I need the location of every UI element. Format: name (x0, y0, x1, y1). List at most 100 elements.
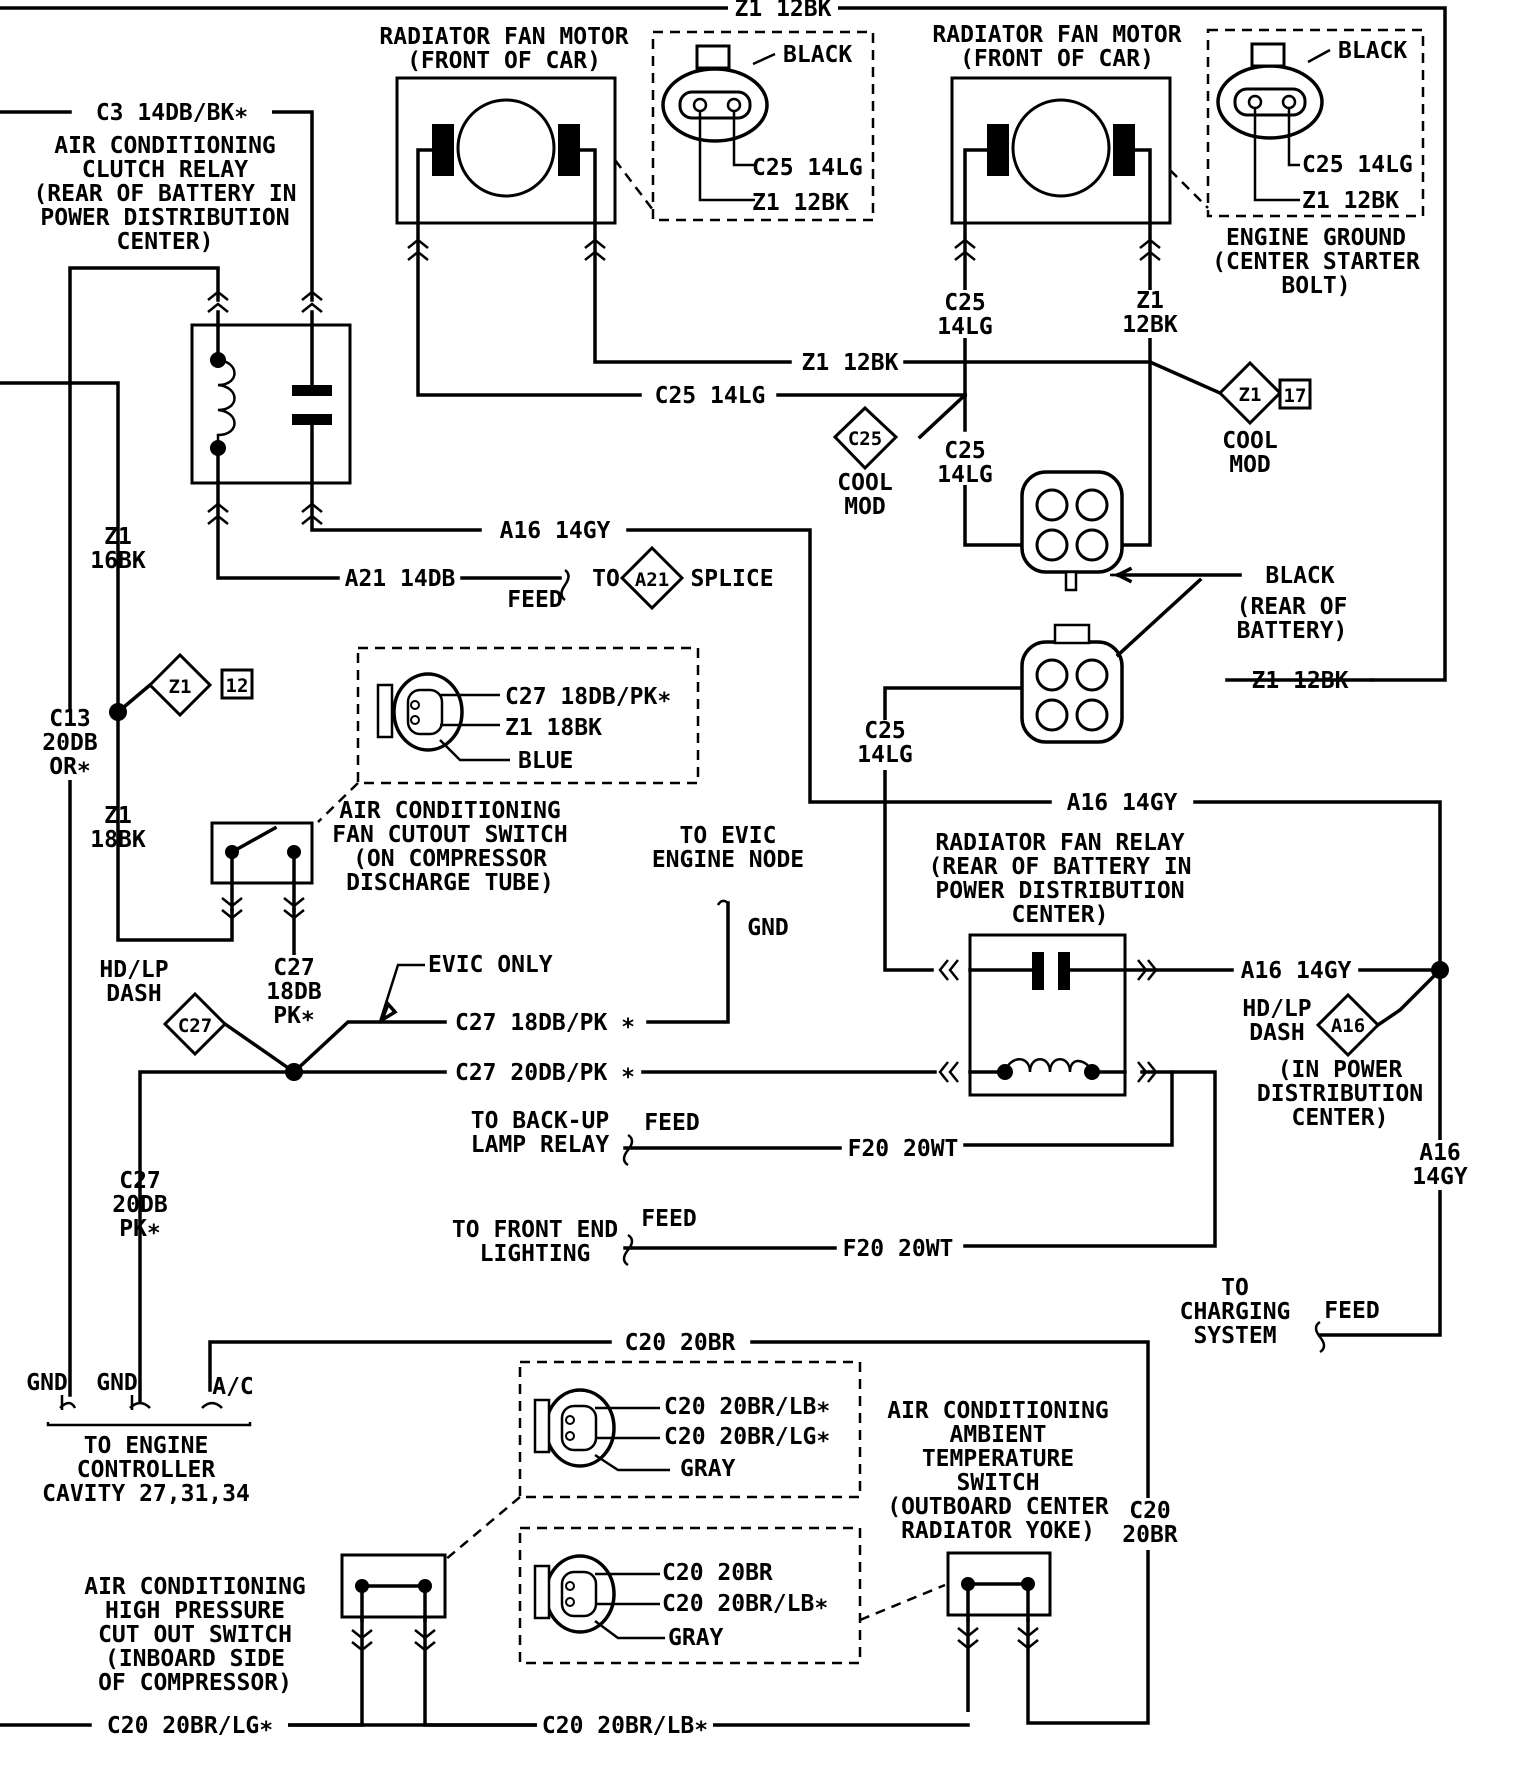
connector-detail-right (1169, 28, 1425, 218)
label-c27-20db-v-2: 20DB (112, 1192, 168, 1218)
label-z1-tag-17: Z1 (1239, 384, 1262, 406)
label-z1-16bk-1: Z1 (104, 524, 132, 550)
feed-squiggle-charging (1314, 1320, 1326, 1354)
label-cool-mod-left-2: MOD (844, 494, 886, 520)
label-engine-ground-3: BOLT) (1281, 273, 1350, 299)
label-evic-only: EVIC ONLY (428, 952, 553, 978)
label-z1-conn-right: Z1 12BK (1302, 188, 1399, 214)
label-gnd-2: GND (96, 1370, 138, 1396)
label-f20-1: F20 20WT (848, 1136, 959, 1162)
label-rad-fan-relay-4: CENTER) (1012, 902, 1109, 928)
label-black-left: BLACK (783, 42, 852, 68)
label-c20-20br-2: C20 20BR (662, 1560, 773, 1586)
label-z1-12bk-right: Z1 12BK (1252, 668, 1349, 694)
label-c3-wire: C3 14DB/BK∗ (96, 100, 248, 126)
label-z1-18bk-1: Z1 (104, 803, 132, 829)
label-c20-lg-1: C20 20BR/LG∗ (664, 1424, 830, 1450)
label-c20-lg-bottom: C20 20BR/LG∗ (107, 1713, 273, 1739)
label-c27-v-1: C27 (273, 955, 315, 981)
label-a21-14db: A21 14DB (345, 566, 456, 592)
label-gnd-evic: GND (747, 915, 789, 941)
black-connector-upper (1020, 470, 1124, 592)
radiator-fan-motor-right (950, 76, 1172, 261)
connector-detail-left (614, 30, 875, 222)
label-rad-fan-motor-left-2: (FRONT OF CAR) (407, 48, 601, 74)
cool-mod-tag-right (1217, 360, 1312, 426)
label-c25-v3-2: 14LG (857, 742, 912, 768)
label-c25-v2-1: C25 (944, 438, 986, 464)
feed-squiggle-backup (622, 1133, 634, 1167)
label-high-pressure-3: CUT OUT SWITCH (98, 1622, 292, 1648)
wires (0, 6, 1447, 1727)
label-rad-fan-relay-3: POWER DISTRIBUTION (935, 878, 1184, 904)
a16-tag (1315, 992, 1381, 1058)
label-c13-1: C13 (49, 706, 91, 732)
label-z1-conn-left: Z1 12BK (752, 190, 849, 216)
label-fan-cutout-1: AIR CONDITIONING (339, 798, 561, 824)
label-to-charging-2: CHARGING (1180, 1299, 1291, 1325)
label-black-right: BLACK (1338, 38, 1407, 64)
label-black-rear-1: BLACK (1265, 563, 1334, 589)
label-engine-ground-1: ENGINE GROUND (1226, 225, 1406, 251)
label-ambient-6: RADIATOR YOKE) (901, 1518, 1095, 1544)
label-fan-cutout-3: (ON COMPRESSOR (353, 846, 547, 872)
engine-controller-pins (46, 1395, 252, 1427)
label-z1-v1-2: 12BK (1122, 312, 1178, 338)
label-ambient-2: AMBIENT (950, 1422, 1047, 1448)
label-a16-14gy-3: A16 14GY (1241, 958, 1352, 984)
label-c27-20db-v-1: C27 (119, 1168, 161, 1194)
label-a16-tag: A16 (1331, 1015, 1365, 1037)
label-ambient-1: AIR CONDITIONING (887, 1398, 1109, 1424)
label-ac-clutch-relay-1: AIR CONDITIONING (54, 133, 276, 159)
label-tag-12: 12 (226, 675, 249, 697)
label-c25-v2-2: 14LG (937, 462, 992, 488)
radiator-fan-motor-left (395, 76, 617, 261)
label-to-charging-1: TO (1221, 1275, 1249, 1301)
label-c27-18db-h: C27 18DB/PK ∗ (455, 1010, 635, 1036)
label-gray-2: GRAY (668, 1625, 724, 1651)
label-high-pressure-5: OF COMPRESSOR) (98, 1670, 292, 1696)
label-to-evic-2: ENGINE NODE (652, 847, 804, 873)
label-f20-2: F20 20WT (843, 1236, 954, 1262)
a21-splice-tag (560, 545, 685, 611)
label-high-pressure-1: AIR CONDITIONING (84, 1574, 306, 1600)
label-ac-clutch-relay-4: POWER DISTRIBUTION (40, 205, 289, 231)
radiator-fan-relay (938, 933, 1158, 1097)
label-c25-v1-1: C25 (944, 290, 986, 316)
label-c20-lb-bottom: C20 20BR/LB∗ (542, 1713, 708, 1739)
label-c20-lb-2: C20 20BR/LB∗ (662, 1591, 828, 1617)
label-z1-18bk-conn: Z1 18BK (505, 715, 602, 741)
label-feed-3: FEED (641, 1206, 696, 1232)
label-c27-v-3: PK∗ (273, 1003, 315, 1029)
label-feed-4: FEED (1324, 1298, 1379, 1324)
label-ambient-4: SWITCH (956, 1470, 1039, 1496)
label-z1-12bk-top: Z1 12BK (735, 0, 832, 22)
ac-clutch-relay (190, 290, 352, 525)
label-c27-20db-h: C27 20DB/PK ∗ (455, 1060, 635, 1086)
label-c25-mid: C25 14LG (655, 383, 766, 409)
label-in-pdc-2: DISTRIBUTION (1257, 1081, 1423, 1107)
label-engine-ctrl-3: CAVITY 27,31,34 (42, 1481, 250, 1507)
label-ac-clutch-relay-2: CLUTCH RELAY (82, 157, 248, 183)
label-z1-v1-1: Z1 (1136, 288, 1164, 314)
label-z1-18bk-2: 18BK (90, 827, 146, 853)
label-rad-fan-motor-left-1: RADIATOR FAN MOTOR (379, 24, 628, 50)
label-in-pdc-3: CENTER) (1292, 1105, 1389, 1131)
label-a16-14gy-1: A16 14GY (500, 518, 611, 544)
label-fan-cutout-4: DISCHARGE TUBE) (346, 870, 554, 896)
label-engine-ctrl-1: TO ENGINE (84, 1433, 209, 1459)
label-fan-cutout-2: FAN CUTOUT SWITCH (332, 822, 567, 848)
label-to-evic-1: TO EVIC (680, 823, 777, 849)
label-z1-16bk-2: 16BK (90, 548, 146, 574)
splice-tag-z1-12 (147, 652, 254, 718)
label-c27-18db-conn: C27 18DB/PK∗ (505, 684, 671, 710)
label-a16-v-2: 14GY (1412, 1164, 1468, 1190)
label-high-pressure-2: HIGH PRESSURE (105, 1598, 285, 1624)
label-z1-tag-12: Z1 (169, 676, 192, 698)
label-c25-conn-left: C25 14LG (752, 155, 863, 181)
label-a16-14gy-2: A16 14GY (1067, 790, 1178, 816)
label-c20-lb-1: C20 20BR/LB∗ (664, 1394, 830, 1420)
label-to-charging-3: SYSTEM (1193, 1323, 1276, 1349)
label-a21-tag: A21 (635, 569, 669, 591)
